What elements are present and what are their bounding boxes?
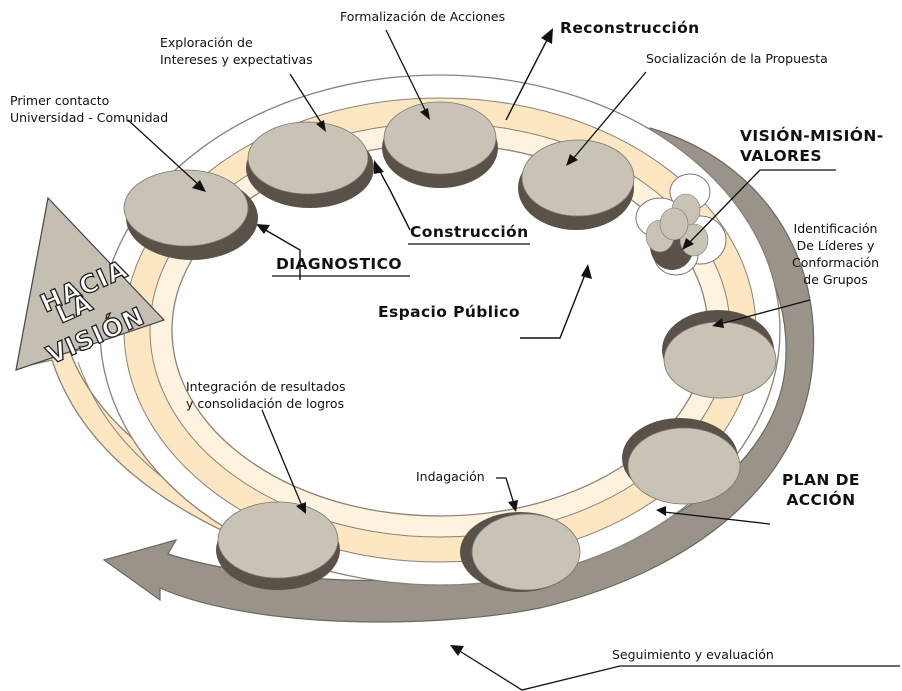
label-primer-contacto: Primer contacto Universidad - Comunidad [10, 93, 169, 125]
diagnostico-pointer [261, 227, 301, 280]
arrowhead [374, 160, 384, 174]
label-construccion: Construcción [410, 223, 529, 241]
disc-identificacion [662, 310, 777, 399]
disc-indagacion [460, 512, 581, 592]
pointer-plan [663, 511, 771, 525]
label-identificacion: Identificación De Líderes y Conformación… [792, 221, 880, 287]
disc-exploracion [246, 121, 374, 208]
disc-vision-cluster [635, 173, 727, 276]
label-vision-mision: VISIÓN-MISIÓN- VALORES [740, 127, 884, 165]
pointer-identificacion [719, 299, 811, 325]
construccion-pointer [377, 167, 411, 231]
pointer-exploracion [289, 73, 323, 125]
label-plan-accion: PLAN DE ACCIÓN [782, 471, 860, 509]
disc-primer-contacto [123, 169, 258, 260]
arrowhead [541, 28, 553, 44]
disc-integracion [216, 501, 340, 590]
disc-formalizacion [382, 101, 498, 188]
arrowhead [581, 264, 592, 279]
label-diagnostico: DIAGNOSTICO [276, 255, 402, 273]
label-reconstruccion: Reconstrucción [560, 19, 700, 37]
pointer-formalizacion [385, 29, 427, 113]
pointer-seguimiento [457, 649, 900, 691]
pointer-vision [687, 169, 836, 245]
pointer-integracion [261, 409, 303, 507]
disc-plan [622, 418, 741, 505]
label-integracion: Integración de resultados y consolidació… [186, 379, 346, 411]
vision-triangle [15, 196, 166, 371]
pointer-socializacion [571, 71, 647, 161]
pointer-primer [127, 119, 201, 187]
disc-socializacion [518, 139, 635, 230]
label-indagacion: Indagación [416, 469, 485, 484]
espacio-pointer [520, 271, 587, 339]
label-formalizacion: Formalización de Acciones [340, 9, 506, 24]
label-espacio-publico: Espacio Público [378, 303, 520, 321]
reconstruccion-pointer [505, 37, 549, 121]
label-socializacion: Socialización de la Propuesta [646, 51, 828, 66]
label-exploracion: Exploración de Intereses y expectativas [160, 35, 313, 67]
label-seguimiento: Seguimiento y evaluación [612, 647, 774, 662]
arrowhead [256, 224, 270, 234]
pointer-indagacion [496, 477, 515, 505]
evaluation-arrow [102, 127, 815, 623]
